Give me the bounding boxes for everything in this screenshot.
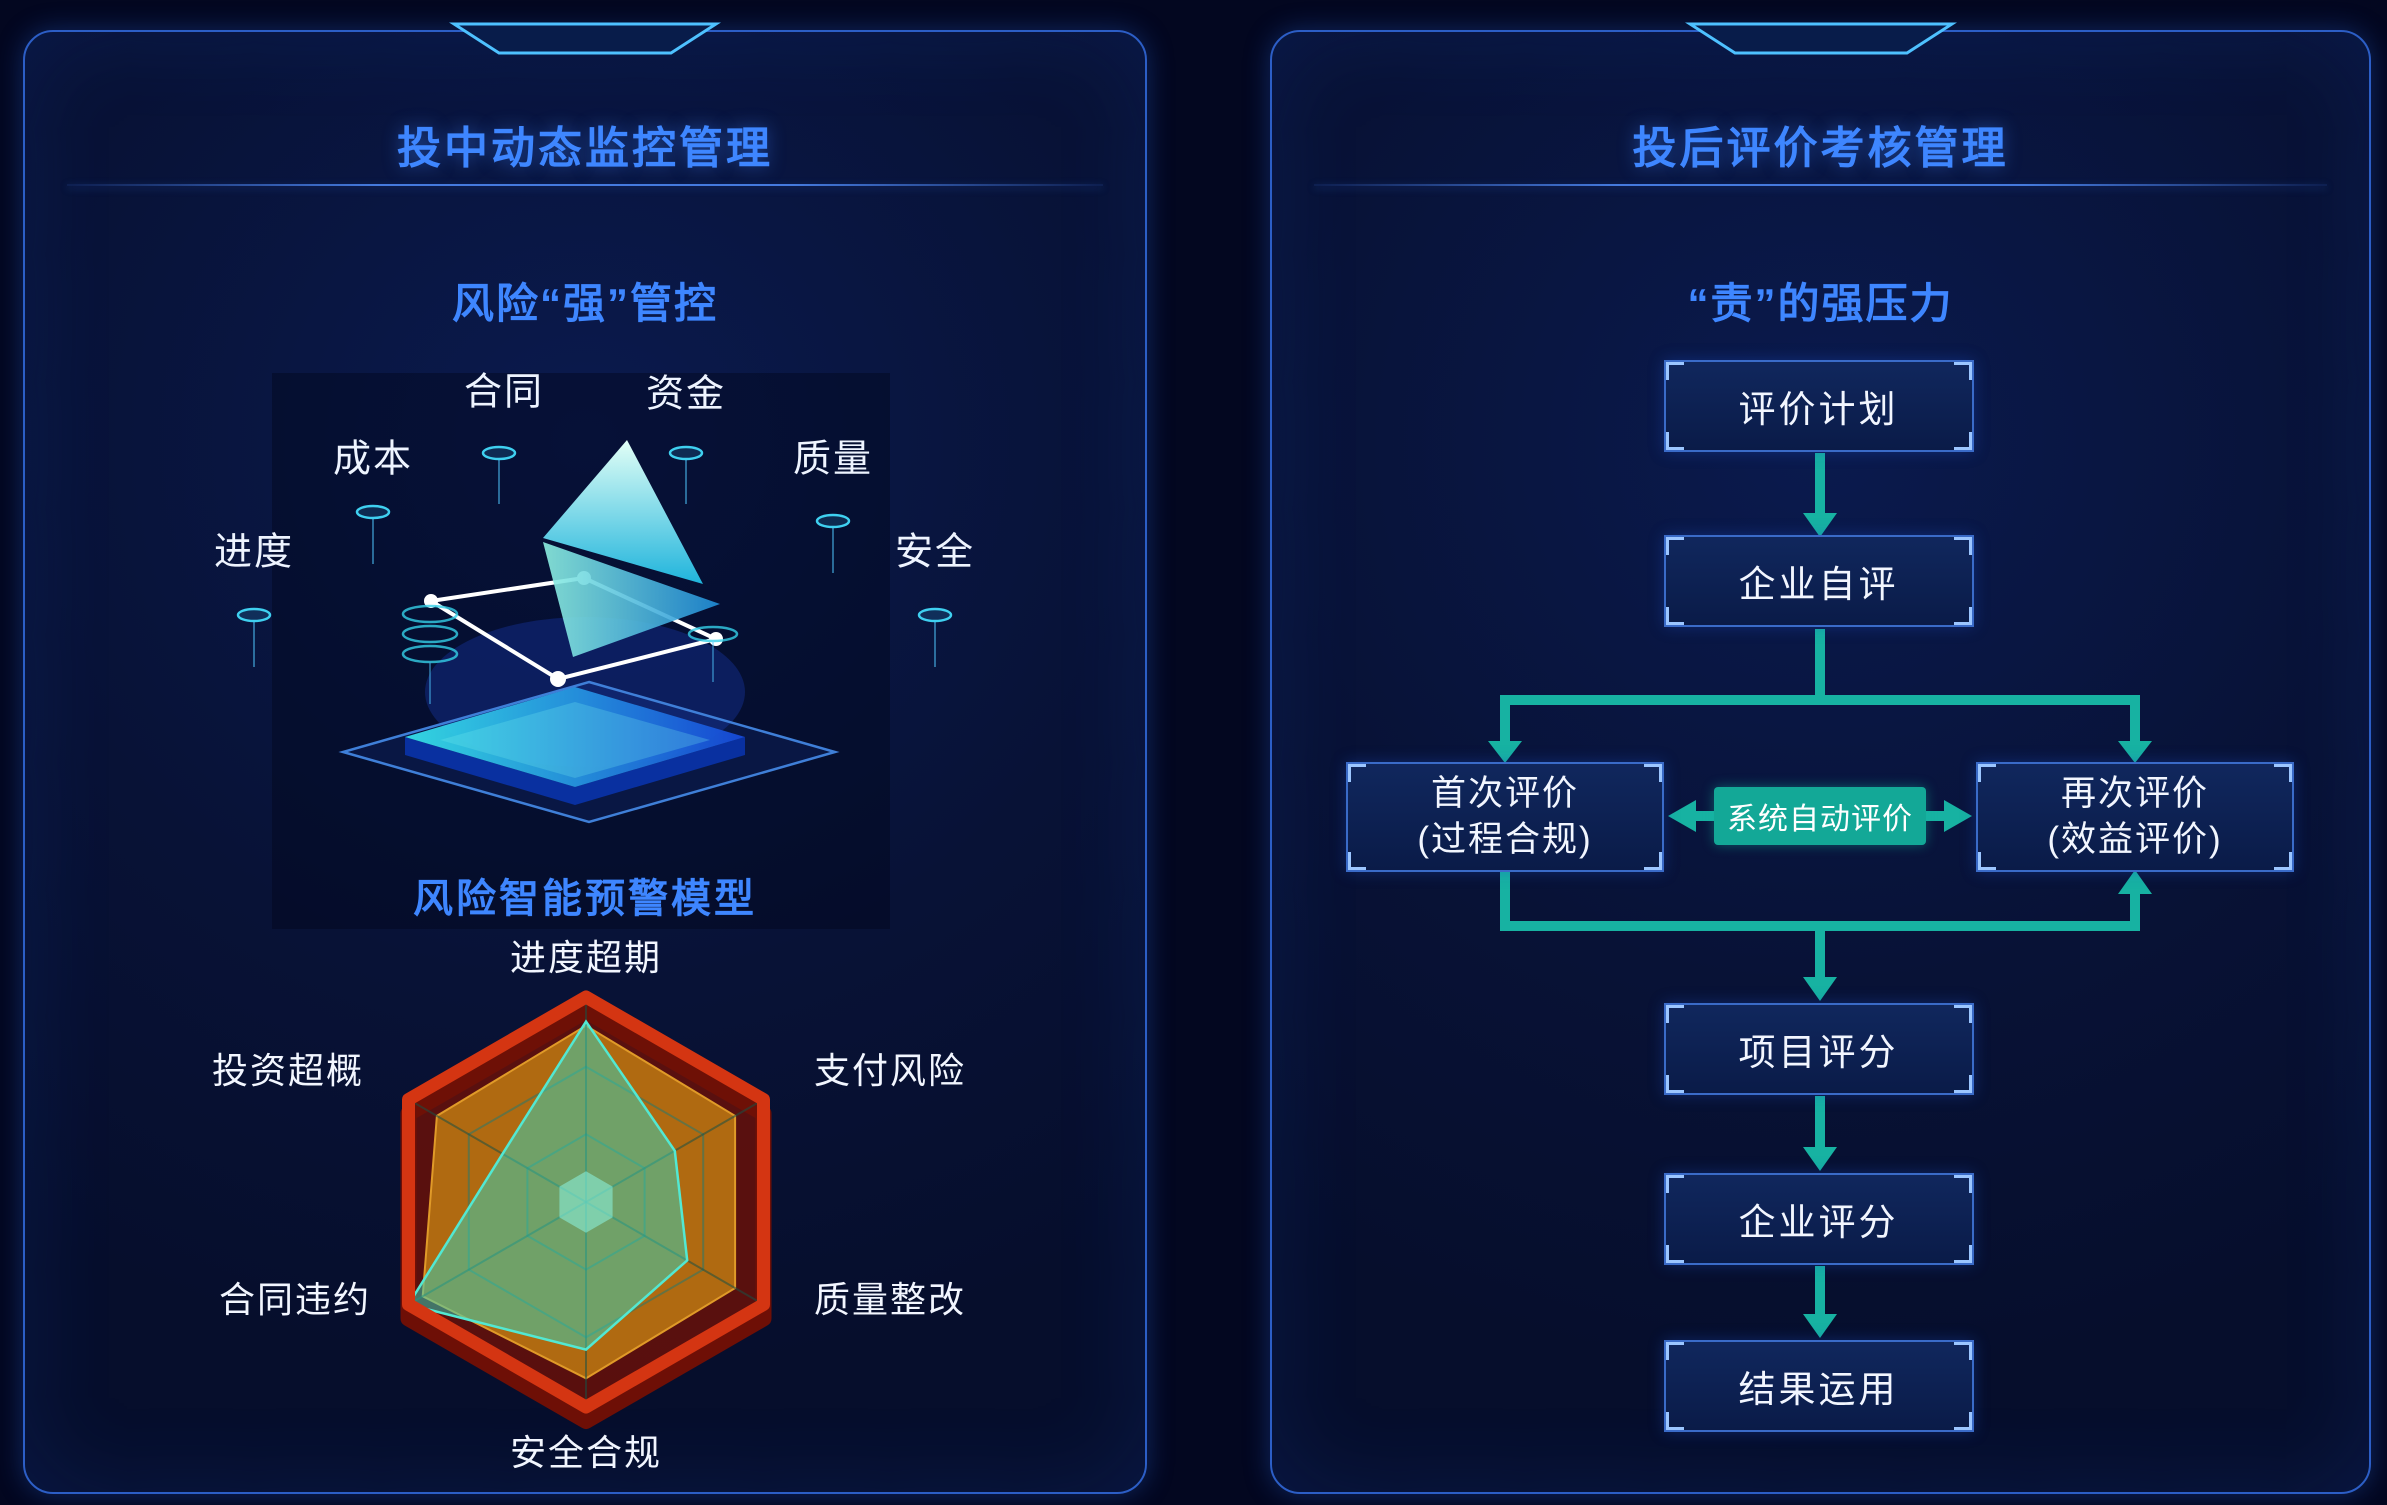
radar-axis-label: 合同违约 xyxy=(218,1279,372,1320)
radar-model-caption: 风险智能预警模型 xyxy=(413,877,757,921)
flow-node-enterprise-score: 企业评分 xyxy=(1663,1173,1974,1265)
panel-post-investment-evaluation: 投后评价考核管理 “责”的强压力 xyxy=(1270,22,2371,1494)
flow-node-evaluation-plan: 评价计划 xyxy=(1663,360,1974,452)
risk-point-label: 安全 xyxy=(894,531,976,574)
ring-stack-icon xyxy=(401,604,739,704)
panel-in-investment-monitoring: 投中动态监控管理 风险“强”管控 xyxy=(23,22,1147,1494)
pin-cost-icon xyxy=(355,504,391,564)
isometric-platform-inner xyxy=(440,702,710,778)
flow-node-system-auto-evaluation: 系统自动评价 xyxy=(1714,787,1926,845)
paper-plane-icon xyxy=(543,440,703,584)
pin-safety-icon xyxy=(917,607,953,667)
radar-axis-label: 进度超期 xyxy=(509,937,663,978)
isometric-platform xyxy=(405,687,745,787)
page-title: 投后评价考核管理 xyxy=(1632,124,2009,173)
flow-node-second-evaluation: 再次评价 (效益评价) xyxy=(1976,762,2294,872)
pin-contract-icon xyxy=(481,445,517,504)
radar-axis-label: 投资超概 xyxy=(211,1050,365,1091)
flow-node-project-score: 项目评分 xyxy=(1663,1003,1974,1095)
title-divider xyxy=(67,184,1103,186)
title-divider xyxy=(1314,184,2327,186)
page-title: 投中动态监控管理 xyxy=(397,124,773,173)
risk-point-label: 成本 xyxy=(332,438,414,481)
pin-funds-icon xyxy=(668,445,704,504)
risk-control-isometric-illustration xyxy=(236,440,953,824)
radar-axis-label: 质量整改 xyxy=(813,1279,967,1320)
risk-pin-icons xyxy=(236,445,953,667)
risk-radar-chart xyxy=(400,990,772,1429)
pin-quality-icon xyxy=(815,513,851,573)
flow-node-enterprise-self-evaluation: 企业自评 xyxy=(1663,535,1974,627)
isometric-platform-side xyxy=(405,737,745,805)
risk-point-label: 质量 xyxy=(792,438,874,481)
panel-tab-decoration xyxy=(1684,22,1957,55)
panel-tab-decoration xyxy=(449,22,721,55)
risk-point-label: 资金 xyxy=(645,373,727,416)
risk-point-label: 合同 xyxy=(463,371,545,414)
flow-node-result-application: 结果运用 xyxy=(1663,1340,1974,1432)
radar-axis-label: 支付风险 xyxy=(813,1050,967,1091)
section-subtitle: “责”的强压力 xyxy=(1687,280,1954,327)
section-subtitle: 风险“强”管控 xyxy=(451,280,718,327)
radar-axis-label: 安全合规 xyxy=(509,1432,663,1473)
flow-node-first-evaluation: 首次评价 (过程合规) xyxy=(1346,762,1664,872)
risk-point-label: 进度 xyxy=(213,531,295,574)
paper-plane-wing xyxy=(543,542,720,657)
pin-progress-icon xyxy=(236,607,272,667)
